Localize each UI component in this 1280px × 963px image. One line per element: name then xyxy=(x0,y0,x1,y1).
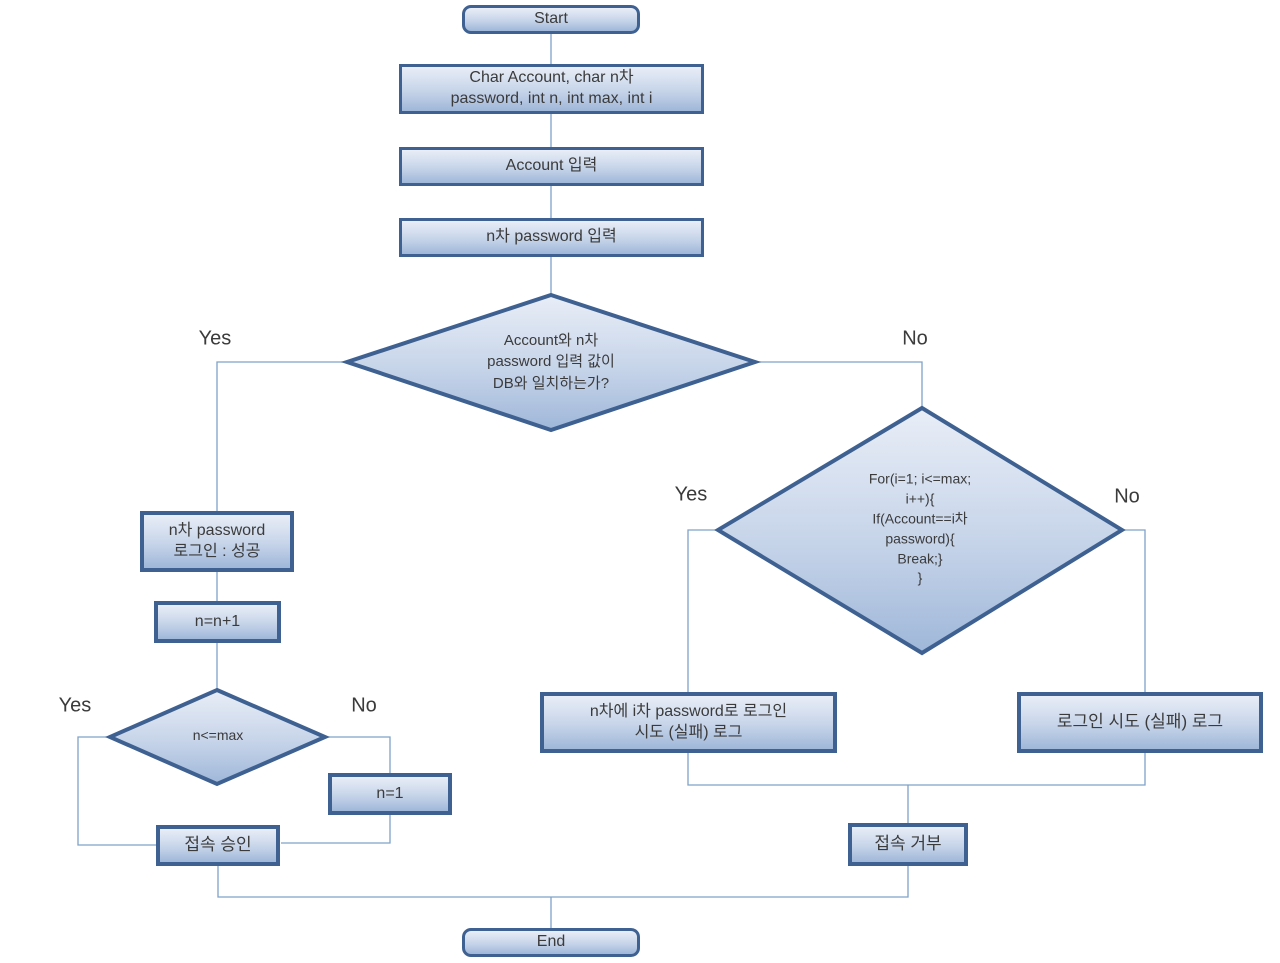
increment-n-node: n=n+1 xyxy=(154,601,281,643)
fail-log-detail-node: n차에 i차 password로 로그인 시도 (실패) 로그 xyxy=(540,692,837,753)
connector-group xyxy=(77,33,1146,928)
n-max-decision-text: n<=max xyxy=(192,727,244,744)
label-db-no: No xyxy=(902,327,928,350)
label-nmax-yes: Yes xyxy=(58,694,92,717)
connector-resetn-approved xyxy=(281,815,391,844)
login-success-node: n차 password 로그인 : 성공 xyxy=(140,511,294,572)
access-approved-node: 접속 승인 xyxy=(156,825,280,866)
account-input-node: Account 입력 xyxy=(399,147,704,186)
label-nmax-no: No xyxy=(351,694,377,717)
connector-loop-yes xyxy=(687,529,718,692)
fail-log-node: 로그인 시도 (실패) 로그 xyxy=(1017,692,1263,753)
connector-faillogs-merge xyxy=(687,753,1146,786)
for-loop-decision-text: For(i=1; i<=max; i++){ If(Account==i차 pa… xyxy=(868,470,972,586)
connector-loop-no xyxy=(1122,529,1146,692)
start-node: Start xyxy=(462,5,640,34)
label-loop-no: No xyxy=(1114,485,1140,508)
connector-nmax-yes xyxy=(77,736,156,846)
db-match-decision-text: Account와 n차 password 입력 값이 DB와 일치하는가? xyxy=(487,332,615,392)
connector-nmax-no xyxy=(325,736,391,773)
password-input-node: n차 password 입력 xyxy=(399,218,704,257)
for-loop-decision-diamond xyxy=(714,405,1126,656)
label-loop-yes: Yes xyxy=(674,483,708,506)
n-max-decision-diamond xyxy=(105,687,331,787)
end-node: End xyxy=(462,928,640,957)
connector-dbmatch-no xyxy=(755,361,923,408)
declare-variables-node: Char Account, char n차 password, int n, i… xyxy=(399,64,704,114)
label-db-yes: Yes xyxy=(198,327,232,350)
access-denied-node: 접속 거부 xyxy=(848,823,968,866)
connector-bottom-merge xyxy=(217,866,909,898)
connector-dbmatch-yes xyxy=(216,361,347,511)
decision-group xyxy=(105,292,1126,787)
db-match-decision-diamond xyxy=(340,292,762,433)
reset-n-node: n=1 xyxy=(328,773,452,815)
